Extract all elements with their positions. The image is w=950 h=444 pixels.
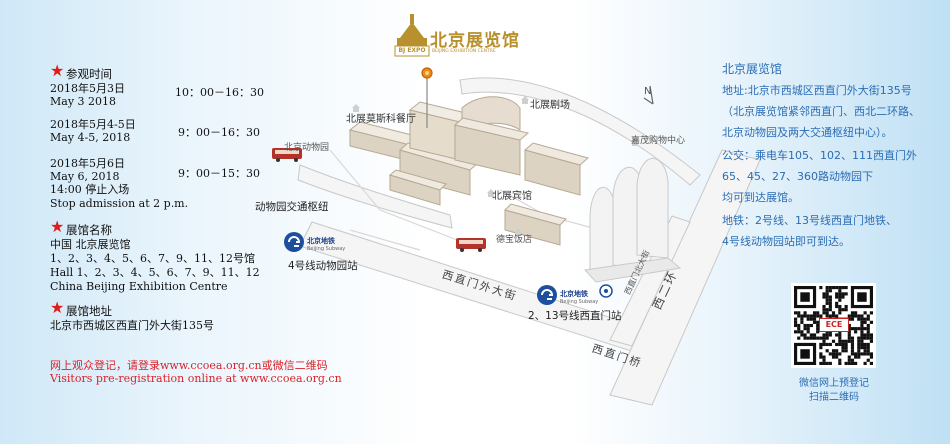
star-icon: ★ (50, 298, 65, 317)
registration-cn: 网上观众登记，请登录www.ccoea.org.cn或微信二维码 (50, 359, 328, 372)
exhibition-complex (348, 75, 590, 246)
venue-name-heading: 展馆名称 (66, 223, 112, 237)
label-hotel: 北展宾馆 (492, 191, 532, 202)
registration-en: Visitors pre-registration online at www.… (50, 372, 342, 385)
metro-logo-small (599, 284, 613, 298)
qr-center-logo: ECE (819, 318, 849, 332)
right-line: 地铁：2号线、13号线西直门地铁、 (722, 214, 897, 227)
map-logo-title: 北京展览馆 (430, 31, 520, 51)
road-network (297, 77, 761, 406)
date-line: Stop admission at 2 p.m. (50, 197, 189, 210)
date-line: 2018年5月4-5日 (50, 118, 136, 131)
venue-line: China Beijing Exhibition Centre (50, 280, 228, 293)
road-north-loop (459, 77, 701, 186)
road-upper (297, 164, 453, 229)
metro-name: 北京地铁 (560, 290, 588, 298)
right-line: 65、45、27、360路动物园下 (722, 170, 873, 183)
label-moscow-restaurant: 北展莫斯科餐厅 (346, 114, 416, 125)
right-line: 北京动物园及两大交通枢纽中心）。 (722, 126, 893, 139)
metro-logo-xizhimen (537, 285, 557, 305)
qr-caption-2: 扫描二维码 (809, 392, 859, 403)
right-line: 地址:北京市西城区西直门外大街135号 (722, 84, 912, 97)
bus-icon (272, 148, 302, 162)
right-line: （北京展览馆紧邻西直门、西北二环路、 (722, 105, 920, 118)
date-line: May 4-5, 2018 (50, 131, 131, 144)
qr-caption-1: 微信网上预登记 (799, 378, 869, 389)
star-icon: ★ (50, 217, 65, 236)
label-line4: 4号线动物园站 (288, 260, 358, 272)
right-line: 均可到达展馆。 (722, 191, 799, 204)
label-line2-13: 2、13号线西直门站 (528, 310, 622, 322)
compass-label: N (644, 86, 652, 97)
date-line: 2018年5月3日 (50, 82, 125, 95)
venue-line: 中国 北京展览馆 (50, 238, 131, 251)
right-line: 公交：乘电车105、102、111西直门外 (722, 149, 917, 162)
metro-sub: Beijing Subway (560, 299, 599, 305)
label-zoo-hub: 动物园交通枢纽 (255, 201, 329, 213)
label-debao: 德宝饭店 (496, 235, 533, 245)
metro-sub: Beijing Subway (307, 246, 346, 252)
star-icon: ★ (50, 61, 65, 80)
time-range: 9：00－15：30 (178, 167, 260, 180)
date-line: 2018年5月6日 (50, 157, 125, 170)
time-range: 9：00－16：30 (178, 126, 260, 139)
compass-icon (643, 85, 654, 105)
venue-address-heading: 展馆地址 (66, 304, 112, 318)
road-xizhimen-north (609, 215, 691, 347)
date-line: 14:00 停止入场 (50, 183, 130, 196)
jiamao-mall (583, 157, 682, 283)
map-logo-sub: BEIJING EXHIBITION CENTRE (432, 49, 496, 54)
location-pin (421, 67, 433, 79)
date-line: May 6, 2018 (50, 170, 120, 183)
logo-building-icon (394, 14, 430, 57)
metro-name: 北京地铁 (307, 237, 335, 245)
venue-line: 1、2、3、4、5、6、7、9、11、12号馆 (50, 252, 255, 265)
time-range: 10：00－16：30 (175, 86, 264, 99)
venue-address: 北京市西城区西直门外大街135号 (50, 319, 214, 332)
bus-icon-2 (456, 238, 486, 252)
right-line: 4号线动物园站即可到达。 (722, 235, 850, 248)
label-theater: 北展剧场 (530, 100, 570, 111)
metro-logo-zoo (284, 232, 304, 252)
right-title: 北京展览馆 (722, 62, 783, 76)
venue-line: Hall 1、2、3、4、5、6、7、9、11、12 (50, 266, 260, 279)
label-jiamao: 嘉茂购物中心 (631, 136, 686, 146)
date-line: May 3 2018 (50, 95, 117, 108)
map-logo-badge: BJ EXPO (398, 47, 426, 54)
visit-time-heading: 参观时间 (66, 67, 112, 81)
label-zoo: 北京动物园 (284, 143, 330, 153)
